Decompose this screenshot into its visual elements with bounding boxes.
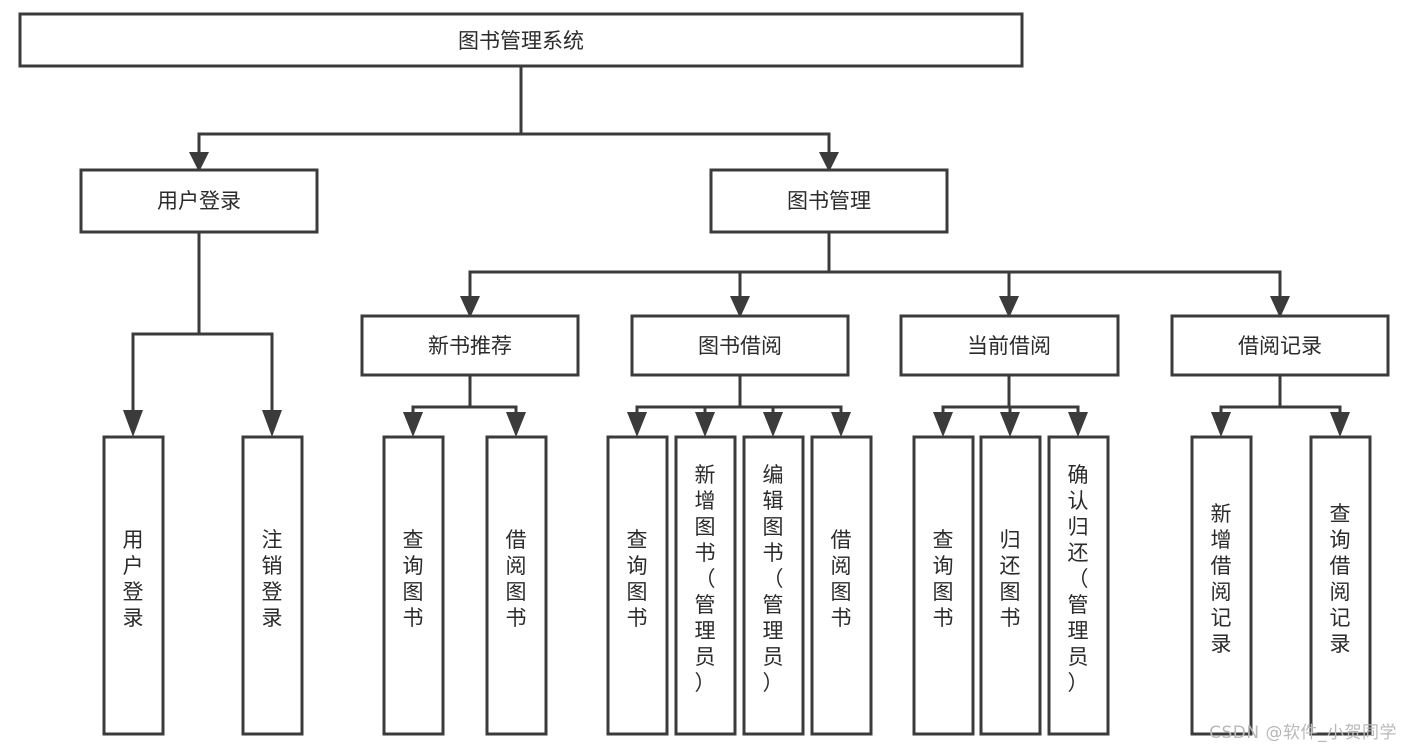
node-current-borrow[interactable]: 当前借阅 xyxy=(899,314,1120,377)
node-book-manage-label: 图书管理 xyxy=(787,189,871,213)
leaf-borrow-book-1-label: 借阅图书 xyxy=(506,528,527,630)
leaf-node[interactable]: 新增图书（管理员） xyxy=(674,435,737,736)
leaf-return-book-label: 归还图书 xyxy=(1000,528,1021,630)
node-current-borrow-label: 当前借阅 xyxy=(967,334,1051,358)
node-new-book-recommend-box[interactable] xyxy=(360,314,580,377)
node-book-borrow[interactable]: 图书借阅 xyxy=(630,314,850,377)
leaf-add-borrow-record-label: 新增借阅记录 xyxy=(1211,502,1232,656)
leaf-query-book-2-box[interactable] xyxy=(606,435,669,736)
arrow-to-leaf-query-book-1 xyxy=(403,412,423,437)
leaf-node[interactable]: 用户登录 xyxy=(102,435,165,736)
leaf-borrow-book-1-box[interactable] xyxy=(485,435,548,736)
leaf-add-book-admin-label: 新增图书（管理员） xyxy=(695,463,716,695)
leaf-logout-box[interactable] xyxy=(241,435,304,736)
node-user-login[interactable]: 用户登录 xyxy=(79,168,319,234)
arrow-to-user-login xyxy=(189,152,209,172)
leaf-add-book-admin-box[interactable] xyxy=(674,435,737,736)
node-new-book-recommend-label: 新书推荐 xyxy=(428,334,512,358)
leaf-query-book-3-label: 查询图书 xyxy=(933,528,954,630)
leaf-node[interactable]: 查询图书 xyxy=(606,435,669,736)
node-user-login-box[interactable] xyxy=(79,168,319,234)
leaf-node[interactable]: 归还图书 xyxy=(979,435,1042,736)
node-root-label: 图书管理系统 xyxy=(458,29,584,53)
leaf-node[interactable]: 新增借阅记录 xyxy=(1190,435,1253,736)
leaf-node[interactable]: 查询图书 xyxy=(912,435,975,736)
arrow-to-borrow-record xyxy=(1270,296,1290,318)
arrow-to-leaf-query-borrow-record xyxy=(1330,412,1350,437)
leaf-node[interactable]: 确认归还（管理员） xyxy=(1047,435,1110,736)
arrow-to-leaf-user-login xyxy=(123,410,143,437)
arrow-to-leaf-logout xyxy=(262,410,282,437)
leaf-query-book-1-box[interactable] xyxy=(382,435,445,736)
node-borrow-record-box[interactable] xyxy=(1170,314,1390,377)
arrow-to-leaf-query-book-2 xyxy=(627,412,647,437)
arrow-to-leaf-add-book-admin xyxy=(695,412,715,437)
leaf-user-login-box[interactable] xyxy=(102,435,165,736)
leaf-confirm-return-admin-label: 确认归还（管理员） xyxy=(1068,463,1089,695)
arrowhead-layer xyxy=(123,152,1350,437)
leaf-logout-label: 注销登录 xyxy=(262,528,283,630)
leaf-return-book-box[interactable] xyxy=(979,435,1042,736)
arrow-to-book-borrow xyxy=(730,296,750,318)
leaf-node[interactable]: 借阅图书 xyxy=(485,435,548,736)
leaf-node[interactable]: 注销登录 xyxy=(241,435,304,736)
arrow-to-leaf-query-book-3 xyxy=(933,412,953,437)
leaf-query-book-3-box[interactable] xyxy=(912,435,975,736)
leaf-user-login-label: 用户登录 xyxy=(123,528,144,630)
node-user-login-label: 用户登录 xyxy=(157,189,241,213)
arrow-to-leaf-return-book xyxy=(1000,412,1020,437)
leaf-borrow-book-2-label: 借阅图书 xyxy=(831,528,852,630)
leaf-edit-book-admin-box[interactable] xyxy=(742,435,805,736)
arrow-to-leaf-confirm-return-admin xyxy=(1068,412,1088,437)
node-borrow-record-label: 借阅记录 xyxy=(1238,334,1322,358)
node-book-borrow-label: 图书借阅 xyxy=(698,334,782,358)
arrow-to-leaf-borrow-book-1 xyxy=(506,412,526,437)
leaf-node[interactable]: 借阅图书 xyxy=(810,435,873,736)
arrow-to-current-borrow xyxy=(999,296,1019,318)
leaf-query-borrow-record-label: 查询借阅记录 xyxy=(1330,502,1351,656)
leaf-query-book-2-label: 查询图书 xyxy=(627,528,648,630)
leaf-node[interactable]: 编辑图书（管理员） xyxy=(742,435,805,736)
arrow-to-leaf-borrow-book-2 xyxy=(831,412,851,437)
csdn-watermark: CSDN @软件_小贺同学 xyxy=(1209,723,1397,743)
node-borrow-record[interactable]: 借阅记录 xyxy=(1170,314,1390,377)
leaf-add-borrow-record-box[interactable] xyxy=(1190,435,1253,736)
node-root[interactable]: 图书管理系统 xyxy=(18,12,1024,68)
leaf-borrow-book-2-box[interactable] xyxy=(810,435,873,736)
arrow-to-book-manage xyxy=(819,152,839,172)
leaf-node[interactable]: 查询图书 xyxy=(382,435,445,736)
leaf-confirm-return-admin-box[interactable] xyxy=(1047,435,1110,736)
leaf-node[interactable]: 查询借阅记录 xyxy=(1309,435,1372,736)
leaf-query-borrow-record-box[interactable] xyxy=(1309,435,1372,736)
arrow-to-new-book-recommend xyxy=(460,296,480,318)
node-book-manage[interactable]: 图书管理 xyxy=(709,168,949,234)
node-book-manage-box[interactable] xyxy=(709,168,949,234)
node-book-borrow-box[interactable] xyxy=(630,314,850,377)
arrow-to-leaf-add-borrow-record xyxy=(1211,412,1231,437)
node-root-box[interactable] xyxy=(18,12,1024,68)
node-current-borrow-box[interactable] xyxy=(899,314,1120,377)
node-new-book-recommend[interactable]: 新书推荐 xyxy=(360,314,580,377)
leaf-edit-book-admin-label: 编辑图书（管理员） xyxy=(763,463,784,695)
leaf-query-book-1-label: 查询图书 xyxy=(403,528,424,630)
arrow-to-leaf-edit-book-admin xyxy=(763,412,783,437)
